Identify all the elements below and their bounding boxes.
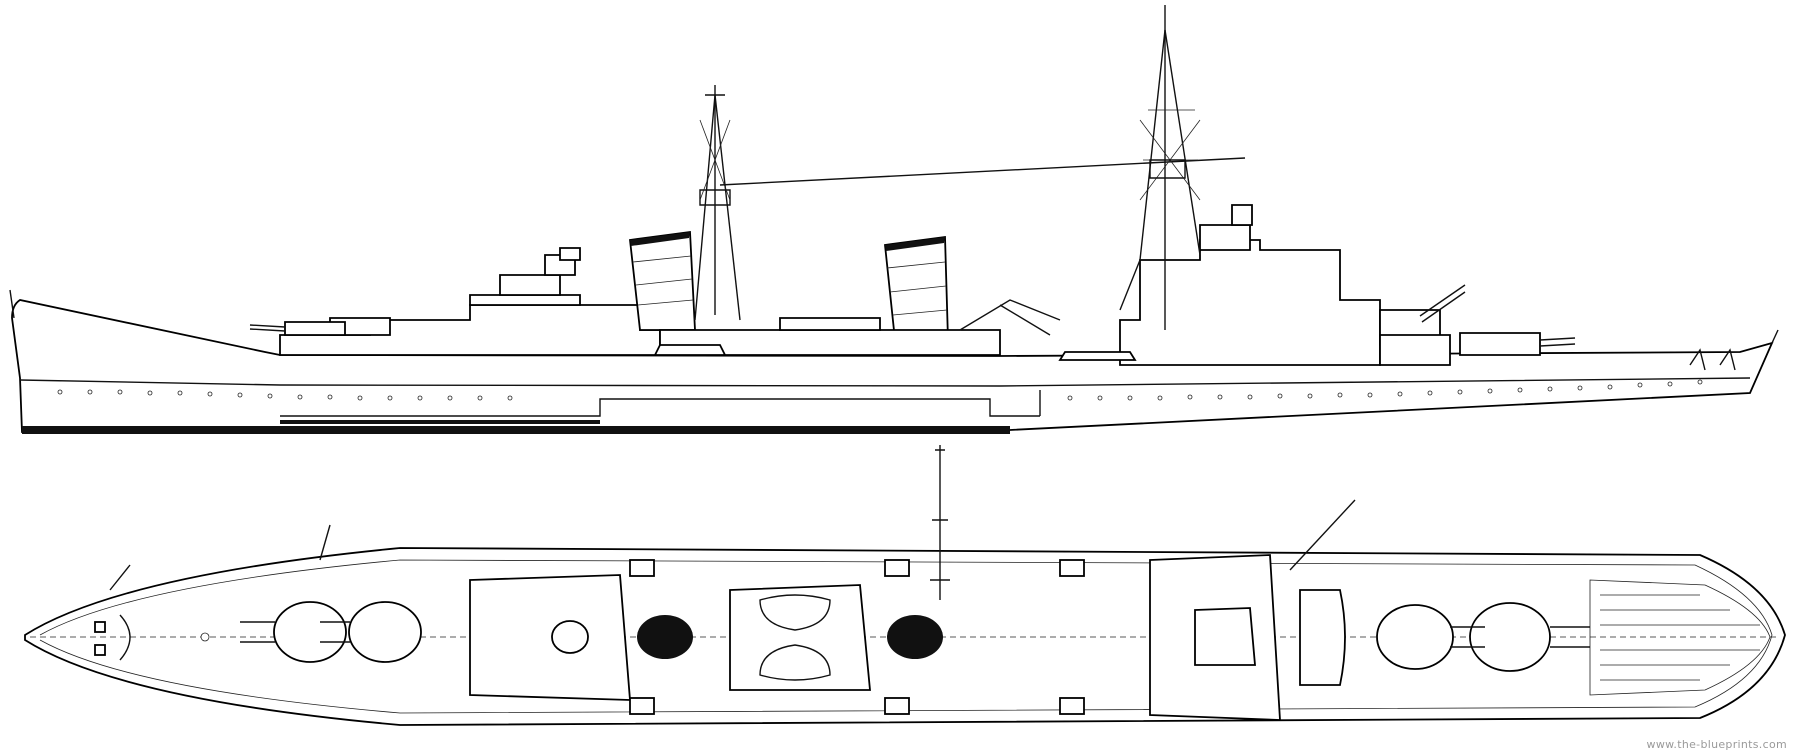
side-elevation-view: [9, 5, 1779, 434]
secondary-mounts: [629, 559, 1085, 715]
turret-group-forward: [1376, 602, 1590, 672]
side-waterline: [22, 426, 1010, 434]
foremast: [694, 85, 741, 321]
watermark-text: www.the-blueprints.com: [1646, 738, 1787, 751]
aft-funnel: [884, 235, 949, 341]
plan-funnel-1: [637, 615, 693, 659]
mainmast: [1119, 5, 1201, 330]
aerial-spar: [719, 157, 1246, 186]
plan-crane: [930, 445, 950, 600]
side-hull: [11, 299, 1774, 434]
portholes: [57, 379, 1703, 401]
plan-view: [24, 445, 1786, 726]
turret-group-aft: [240, 601, 422, 663]
forward-funnel: [629, 230, 696, 331]
plan-funnel-2: [887, 615, 943, 659]
